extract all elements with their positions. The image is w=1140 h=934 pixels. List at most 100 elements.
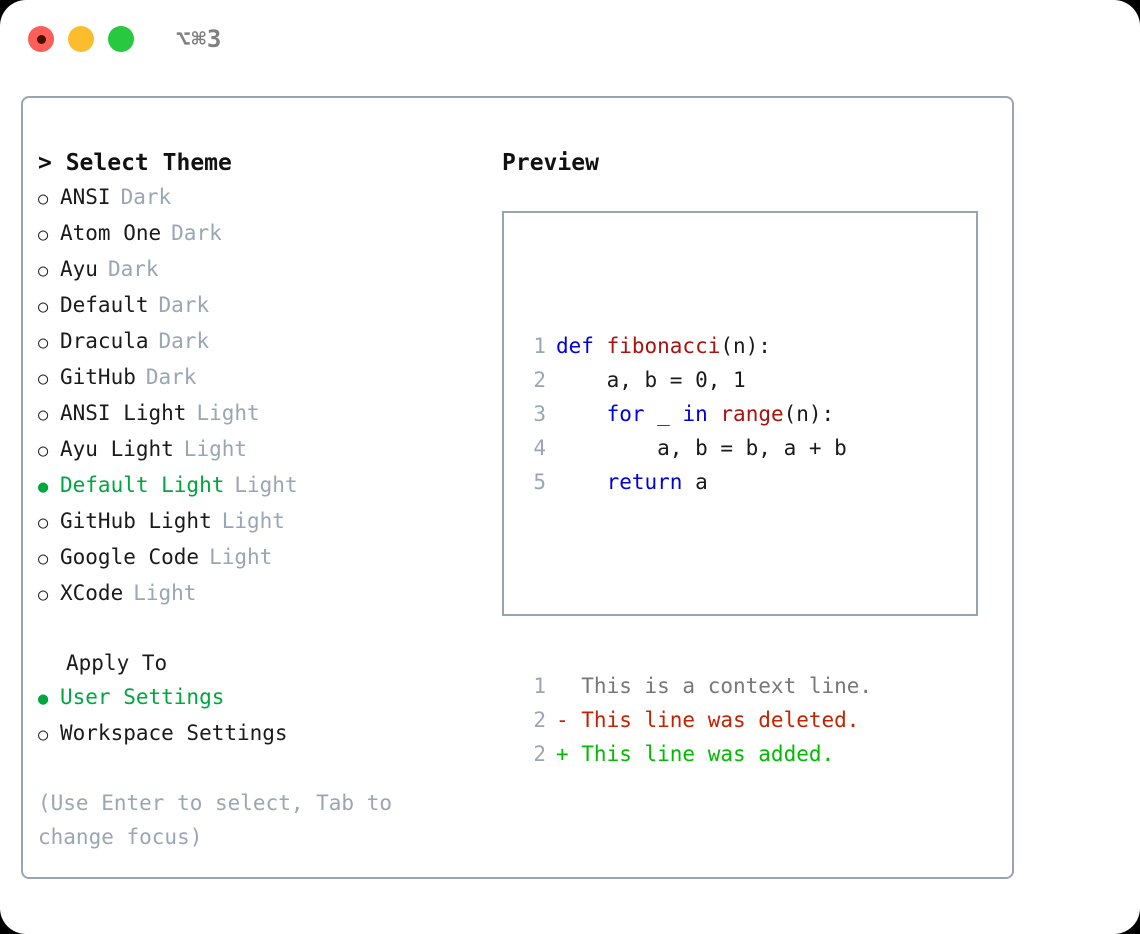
plain-token: a, b = b, a + b: [556, 436, 847, 460]
theme-name-label: Google Code: [60, 545, 200, 569]
radio-unselected-icon: ○: [38, 261, 49, 281]
line-number: 1: [533, 334, 546, 358]
traffic-light-group: [28, 26, 134, 52]
theme-name-label: Dracula: [60, 329, 149, 353]
line-number: 1: [533, 674, 546, 698]
plain-token: [556, 470, 607, 494]
theme-name-label: Default Light: [60, 473, 225, 497]
keyword-token: in: [682, 402, 708, 426]
radio-unselected-icon: ○: [38, 225, 49, 245]
diff-line: 2 - This line was deleted.: [516, 703, 872, 737]
maximize-button[interactable]: [108, 26, 134, 52]
theme-variant-tag: Light: [234, 473, 298, 497]
theme-list-item[interactable]: ○ GitHub Dark: [38, 360, 488, 396]
radio-unselected-icon: ○: [38, 725, 49, 745]
close-icon: [36, 34, 46, 44]
plain-token: a: [682, 470, 708, 494]
theme-name-label: Ayu: [60, 257, 98, 281]
line-number: 2: [533, 742, 546, 766]
radio-unselected-icon: ○: [38, 297, 49, 317]
theme-list-item[interactable]: ○ Atom One Dark: [38, 216, 488, 252]
radio-unselected-icon: ○: [38, 585, 49, 605]
code-line-text: return a: [556, 465, 708, 499]
list-spacer: [38, 612, 488, 646]
theme-name-label: Default: [60, 293, 149, 317]
theme-variant-tag: Dark: [171, 221, 222, 245]
diff-line-text: This is a context line.: [556, 674, 873, 698]
theme-variant-tag: Dark: [158, 329, 210, 353]
line-number: 2: [533, 708, 546, 732]
theme-variant-tag: Light: [221, 509, 285, 533]
theme-list-item[interactable]: ○ Dracula Dark: [38, 324, 488, 360]
theme-name-label: GitHub: [60, 365, 136, 389]
theme-variant-tag: Dark: [120, 185, 172, 209]
radio-unselected-icon: ○: [38, 513, 49, 533]
theme-list-item[interactable]: ● Default Light Light: [38, 468, 488, 504]
theme-name-label: GitHub Light: [60, 509, 212, 533]
line-number: 5: [533, 470, 546, 494]
theme-variant-tag: Light: [133, 581, 197, 605]
plain-token: (n):: [720, 334, 771, 358]
plain-token: [708, 402, 721, 426]
line-number: 2: [533, 368, 546, 392]
apply-to-item[interactable]: ● User Settings: [38, 680, 488, 716]
theme-variant-tag: Light: [209, 545, 273, 569]
line-number: 4: [533, 436, 546, 460]
theme-name-label: XCode: [60, 581, 124, 605]
code-line: 5 return a: [516, 465, 872, 499]
preview-title: Preview: [502, 150, 599, 176]
function-token: range: [720, 402, 784, 426]
theme-list-item[interactable]: ○ GitHub Light Light: [38, 504, 488, 540]
select-theme-title: > Select Theme: [38, 150, 232, 176]
radio-unselected-icon: ○: [38, 189, 49, 209]
radio-selected-icon: ●: [38, 689, 49, 709]
radio-unselected-icon: ○: [38, 369, 49, 389]
theme-list-item[interactable]: ○ Google Code Light: [38, 540, 488, 576]
code-line-text: a, b = b, a + b: [556, 431, 847, 465]
code-diff-spacer: [516, 567, 872, 601]
apply-to-label: User Settings: [60, 685, 225, 709]
apply-to-list[interactable]: ● User Settings ○Workspace Settings: [38, 680, 488, 752]
diff-line-text: - This line was deleted.: [556, 708, 860, 732]
theme-variant-tag: Dark: [145, 365, 197, 389]
keyword-token: def: [556, 334, 607, 358]
hint-spacer: [38, 752, 488, 786]
theme-name-label: Atom One: [60, 221, 162, 245]
code-line-text: a, b = 0, 1: [556, 363, 746, 397]
theme-list-item[interactable]: ○ XCode Light: [38, 576, 488, 612]
code-line: 1 def fibonacci(n):: [516, 329, 872, 363]
line-number: 3: [533, 402, 546, 426]
code-line: 3 for _ in range(n):: [516, 397, 872, 431]
minimize-button[interactable]: [68, 26, 94, 52]
code-line-text: for _ in range(n):: [556, 397, 835, 431]
window-titlebar: ⌥⌘3: [0, 0, 1140, 78]
apply-to-item[interactable]: ○Workspace Settings: [38, 716, 488, 752]
plain-token: (n):: [783, 402, 835, 426]
radio-selected-icon: ●: [38, 477, 49, 497]
keyboard-shortcut-label: ⌥⌘3: [176, 25, 223, 53]
function-token: fibonacci: [606, 334, 721, 358]
apply-to-title: Apply To: [66, 651, 168, 675]
radio-unselected-icon: ○: [38, 333, 49, 353]
theme-variant-tag: Light: [196, 401, 260, 425]
code-line: 4 a, b = b, a + b: [516, 431, 872, 465]
diff-line-text: + This line was added.: [556, 742, 835, 766]
close-button[interactable]: [28, 26, 54, 52]
diff-line: 2 + This line was added.: [516, 737, 872, 771]
theme-name-label: ANSI: [60, 185, 111, 209]
theme-name-label: Ayu Light: [60, 437, 174, 461]
radio-unselected-icon: ○: [38, 549, 49, 569]
theme-list-item[interactable]: ○ ANSI Dark: [38, 180, 488, 216]
theme-variant-tag: Light: [183, 437, 248, 461]
plain-token: _: [644, 402, 683, 426]
